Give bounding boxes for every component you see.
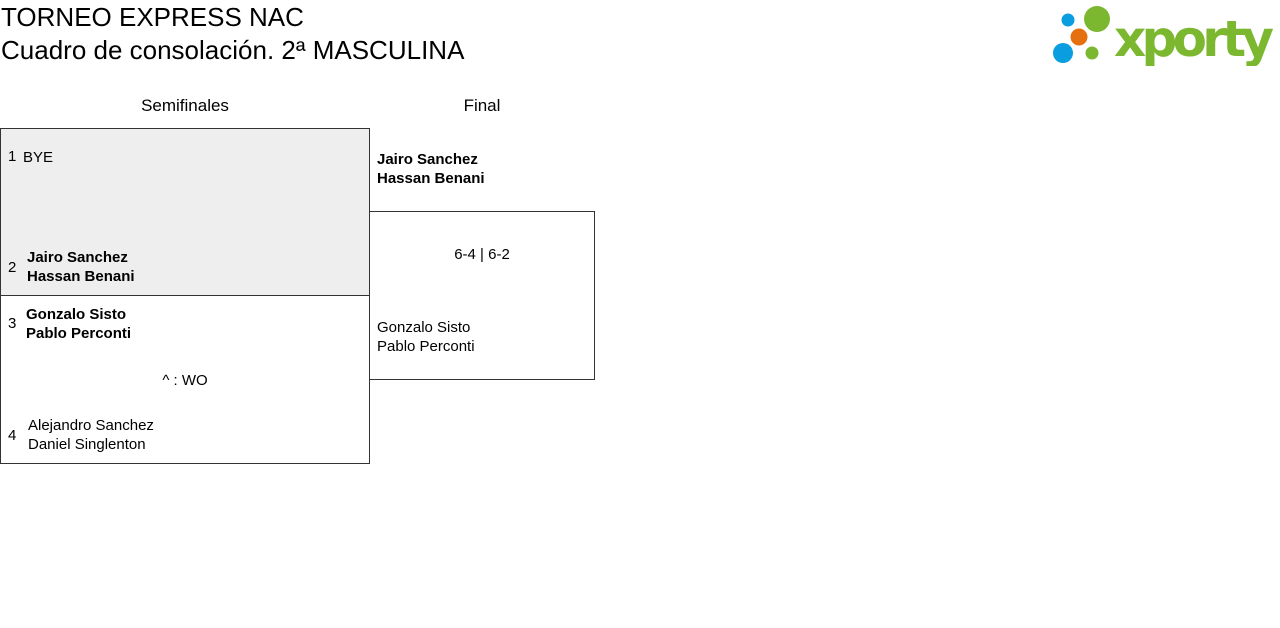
seed-number: 1: [8, 148, 17, 165]
final-result: 6-4 | 6-2: [454, 246, 510, 263]
match-result: ^ : WO: [162, 372, 208, 389]
tournament-title: TORNEO EXPRESS NAC: [1, 2, 304, 32]
round-heading-final: Final: [463, 96, 501, 115]
xporty-logo: xporty: [1050, 4, 1276, 68]
seed-number: 4: [8, 427, 17, 444]
seed-number: 2: [8, 259, 17, 276]
team-name: BYE: [23, 149, 54, 166]
round-heading-semifinals: Semifinales: [141, 96, 229, 115]
seed-number: 3: [8, 315, 17, 332]
draw-subtitle: Cuadro de consolación. 2ª MASCULINA: [1, 35, 465, 65]
svg-text:xporty: xporty: [1114, 10, 1274, 66]
